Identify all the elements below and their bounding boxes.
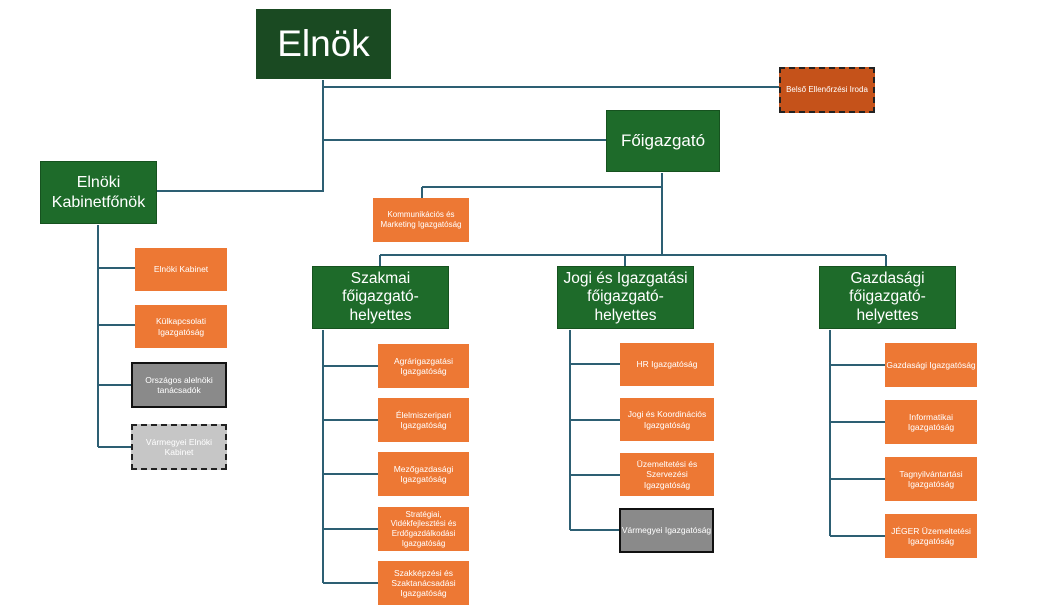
belso-ellenorzesi-iroda-box: Belső Ellenőrzési Iroda <box>779 67 875 113</box>
szakmai-unit-box: Szakképzési és Szaktanácsadási Igazgatós… <box>378 561 469 605</box>
foigazgato-box: Főigazgató <box>606 110 720 172</box>
kabinet-unit-box: Országos alelnöki tanácsadók <box>131 362 227 408</box>
szakmai-unit-box: Agrárigazgatási Igazgatóság <box>378 344 469 388</box>
gazdasagi-unit-box: Informatikai Igazgatóság <box>885 400 977 444</box>
kabinet-unit-box: Külkapcsolati Igazgatóság <box>135 305 227 348</box>
gazdasagi-foigazgato-helyettes-box: Gazdasági főigazgató-helyettes <box>819 266 956 329</box>
kommunikacios-igazgatosag-box: Kommunikációs és Marketing Igazgatóság <box>373 198 469 242</box>
szakmai-unit-box: Mezőgazdasági Igazgatóság <box>378 452 469 496</box>
elnok-box: Elnök <box>256 9 391 79</box>
jogi-foigazgato-helyettes-box: Jogi és Igazgatási főigazgató-helyettes <box>557 266 694 329</box>
gazdasagi-unit-box: Tagnyilvántartási Igazgatóság <box>885 457 977 501</box>
jogi-unit-box: Vármegyei Igazgatóság <box>619 508 714 553</box>
gazdasagi-unit-box: JÉGER Üzemeltetési Igazgatóság <box>885 514 977 558</box>
szakmai-foigazgato-helyettes-box: Szakmai főigazgató-helyettes <box>312 266 449 329</box>
jogi-unit-box: HR Igazgatóság <box>620 343 714 386</box>
elnoki-kabinetfonok-box: Elnöki Kabinetfőnök <box>40 161 157 224</box>
kabinet-unit-box: Vármegyei Elnöki Kabinet <box>131 424 227 470</box>
gazdasagi-unit-box: Gazdasági Igazgatóság <box>885 343 977 387</box>
szakmai-unit-box: Stratégiai, Vidékfejlesztési és Erdőgazd… <box>378 507 469 551</box>
jogi-unit-box: Jogi és Koordinációs Igazgatóság <box>620 398 714 441</box>
jogi-unit-box: Üzemeltetési és Szervezési Igazgatóság <box>620 453 714 496</box>
kabinet-unit-box: Elnöki Kabinet <box>135 248 227 291</box>
szakmai-unit-box: Élelmiszeripari Igazgatóság <box>378 398 469 442</box>
